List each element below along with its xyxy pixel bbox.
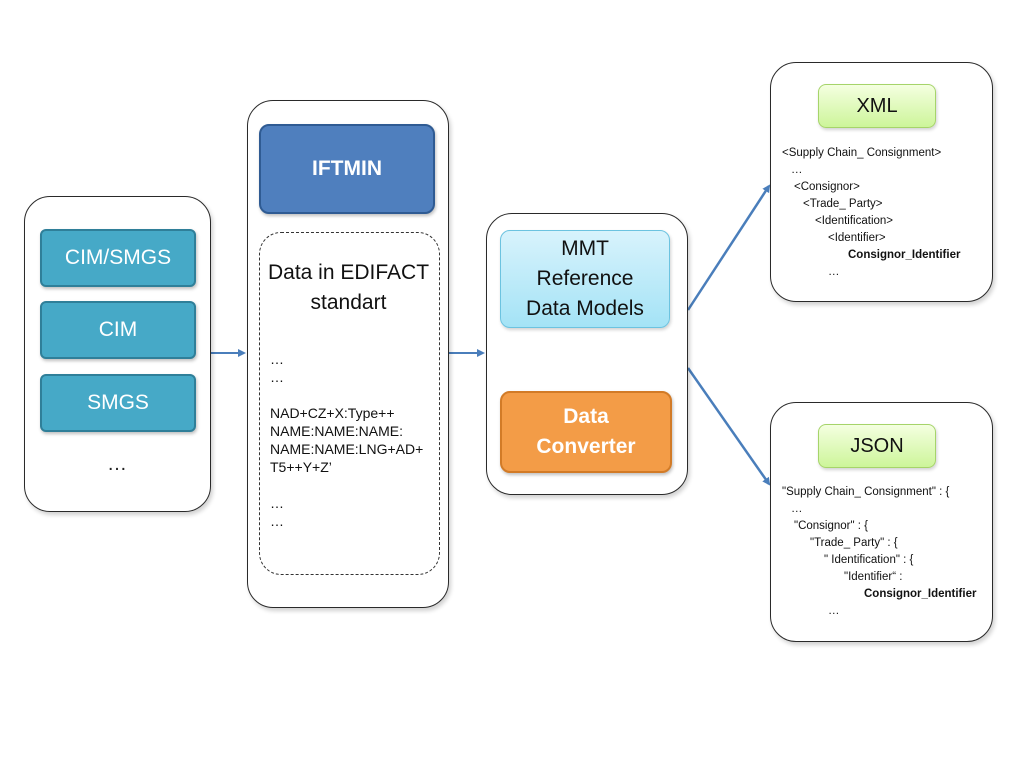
xml-label: XML [856, 94, 898, 117]
json-line: "Supply Chain_ Consignment" : { [782, 486, 950, 498]
edifact-title-line2: standart [310, 291, 387, 314]
xml-line: <Identifier> [828, 232, 886, 244]
xml-line: Consignor_Identifier [848, 249, 961, 261]
mmt-line1: MMT [561, 237, 609, 260]
edifact-line: … [270, 351, 284, 367]
source-cim-smgs-label: CIM/SMGS [64, 246, 172, 269]
xml-label-box: XML [818, 84, 936, 128]
source-cim-label: CIM [98, 318, 138, 341]
edifact-line: … [270, 495, 284, 511]
json-line: … [791, 503, 803, 515]
json-line: " Identification" : { [824, 554, 914, 566]
edifact-line: NAME:NAME:LNG+AD+ [270, 441, 424, 457]
sources-more: … [107, 453, 127, 475]
edifact-line: … [270, 513, 284, 529]
json-line: "Identifier“ : [844, 571, 903, 583]
edifact-lines: … … NAD+CZ+X:Type++ NAME:NAME:NAME: NAME… [270, 350, 438, 530]
json-line: … [828, 605, 840, 617]
edifact-line: T5++Y+Z’ [270, 459, 332, 475]
mmt-reference-models-box: MMT Reference Data Models [500, 230, 670, 328]
edifact-title: Data in EDIFACT standart [259, 258, 438, 318]
xml-line: … [791, 164, 803, 176]
json-label: JSON [850, 434, 904, 457]
arrow-to-xml [686, 184, 771, 311]
converter-line2: Converter [536, 435, 636, 458]
xml-code: <Supply Chain_ Consignment> … <Consignor… [782, 145, 960, 281]
xml-line: <Supply Chain_ Consignment> [782, 147, 942, 159]
json-label-box: JSON [818, 424, 936, 468]
mmt-line2: Reference [536, 267, 634, 290]
source-cim: CIM [40, 301, 196, 359]
edifact-line: NAD+CZ+X:Type++ [270, 405, 395, 421]
iftmin-label: IFTMIN [312, 157, 382, 180]
source-smgs-label: SMGS [87, 391, 149, 414]
iftmin-box: IFTMIN [259, 124, 435, 214]
edifact-title-line1: Data in EDIFACT [267, 261, 430, 284]
json-panel [770, 402, 993, 642]
converter-line1: Data [563, 405, 609, 428]
xml-line: … [828, 266, 840, 278]
json-line: Consignor_Identifier [864, 588, 977, 600]
xml-line: <Consignor> [794, 181, 860, 193]
edifact-line: … [270, 369, 284, 385]
arrow-to-json [686, 367, 771, 486]
edifact-line: NAME:NAME:NAME: [270, 423, 404, 439]
source-smgs: SMGS [40, 374, 196, 432]
source-cim-smgs: CIM/SMGS [40, 229, 196, 287]
xml-line: <Identification> [815, 215, 894, 227]
json-code: "Supply Chain_ Consignment" : { … "Consi… [782, 484, 976, 620]
data-converter-box: Data Converter [500, 391, 672, 473]
edifact-line [270, 386, 438, 404]
edifact-line [270, 476, 438, 494]
edifact-data-frame [259, 232, 440, 575]
xml-line: <Trade_ Party> [803, 198, 883, 210]
json-line: "Trade_ Party" : { [810, 537, 898, 549]
json-line: "Consignor" : { [794, 520, 869, 532]
mmt-line3: Data Models [526, 297, 644, 320]
